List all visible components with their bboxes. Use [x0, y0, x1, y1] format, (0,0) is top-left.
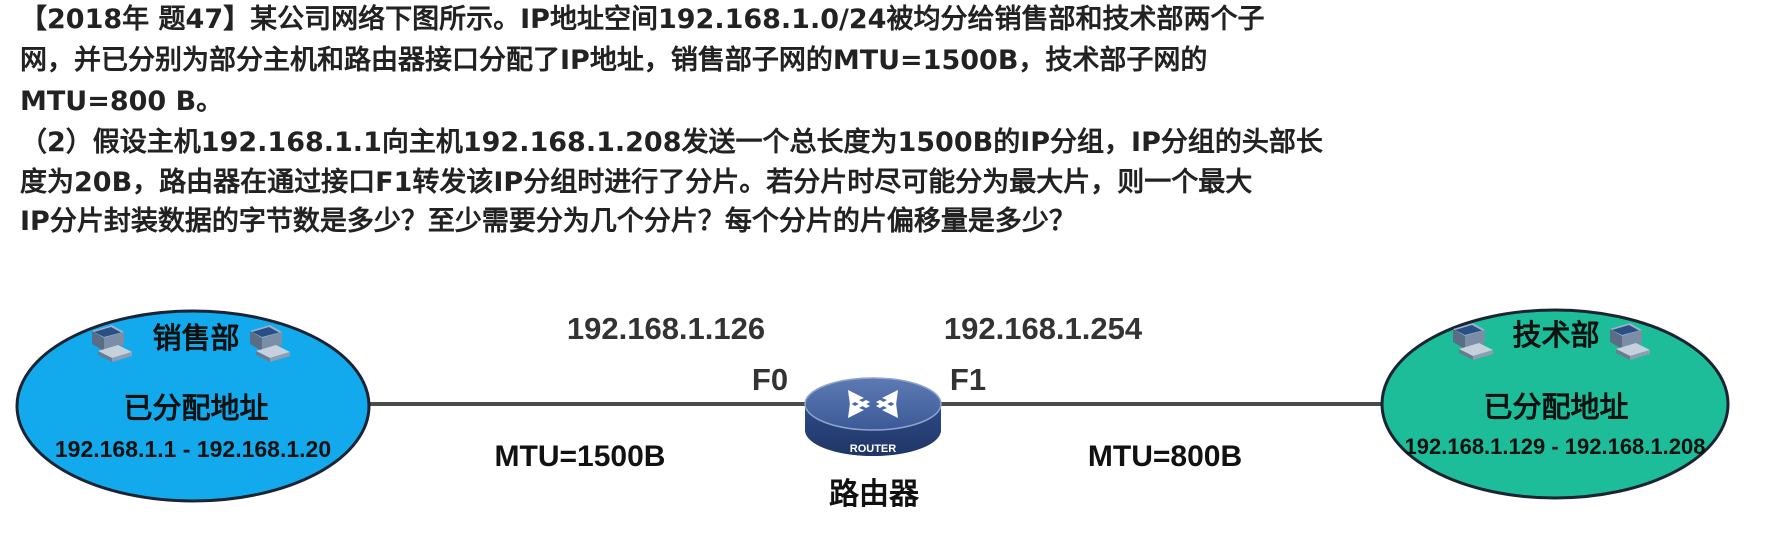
right-link-mtu: MTU=800B	[1088, 440, 1242, 473]
router-device-text: ROUTER	[850, 443, 897, 455]
router: ROUTER 路由器	[804, 377, 942, 511]
question-line: MTU=800 B。	[20, 86, 224, 117]
f0-interface-label: F0	[752, 362, 788, 397]
question-line: 网，并已分别为部分主机和路由器接口分配了IP地址，销售部子网的MTU=1500B…	[20, 45, 1208, 76]
f0-ip-address: 192.168.1.126	[567, 311, 765, 346]
f1-interface-label: F1	[950, 362, 986, 397]
tech-subnet: 技术部 已分配地址 192.168.1.129 - 192.168.1.208	[1380, 308, 1730, 500]
sales-assigned-label: 已分配地址	[123, 392, 268, 425]
question-line: （2）假设主机192.168.1.1向主机192.168.1.208发送一个总长…	[20, 127, 1323, 158]
router-label: 路由器	[829, 478, 920, 511]
question-line: IP分片封装数据的字节数是多少？至少需要分为几个分片？每个分片的片偏移量是多少？	[20, 206, 1076, 237]
f1-ip-address: 192.168.1.254	[944, 311, 1143, 346]
sales-name: 销售部	[152, 321, 239, 355]
question-line: 【2018年 题47】某公司网络下图所示。IP地址空间192.168.1.0/2…	[20, 4, 1265, 35]
tech-name: 技术部	[1512, 318, 1599, 352]
sales-address-range: 192.168.1.1 - 192.168.1.20	[55, 436, 331, 462]
router-icon: ROUTER	[804, 377, 942, 456]
tech-assigned-label: 已分配地址	[1483, 391, 1628, 424]
left-link-mtu: MTU=1500B	[495, 440, 666, 473]
question-line: 度为20B，路由器在通过接口F1转发该IP分组时进行了分片。若分片时尽可能分为最…	[20, 167, 1253, 198]
sales-subnet: 销售部 已分配地址 192.168.1.1 - 192.168.1.20	[15, 309, 371, 503]
tech-address-range: 192.168.1.129 - 192.168.1.208	[1405, 434, 1706, 459]
